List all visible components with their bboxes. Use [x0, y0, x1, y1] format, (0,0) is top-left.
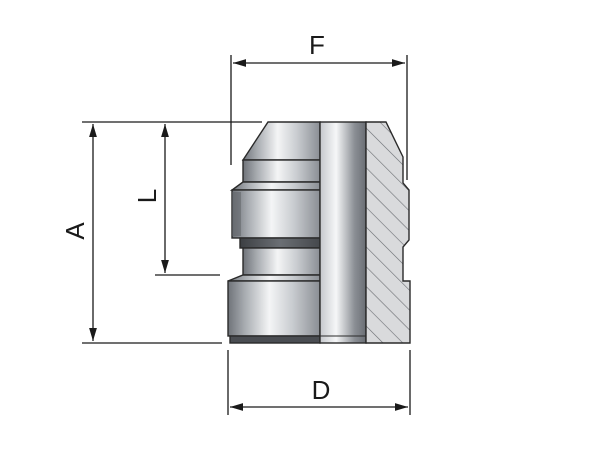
dimension-f-label: F	[309, 30, 325, 60]
nut-bevel-top	[229, 181, 321, 191]
bottom-chamfer	[229, 335, 321, 344]
dimension-l-label: L	[132, 189, 162, 203]
base	[227, 280, 321, 337]
upper-collar	[242, 159, 321, 183]
dimension-d-label: D	[312, 375, 331, 405]
dimension-a-label: A	[60, 222, 90, 240]
extension-lines	[82, 55, 411, 415]
section-hatch	[365, 121, 411, 344]
fitting-body	[227, 121, 321, 344]
top-cone	[241, 121, 321, 161]
groove	[239, 237, 321, 249]
bore	[319, 121, 367, 344]
hex-nut	[231, 189, 321, 239]
neck	[242, 247, 321, 276]
base-bevel	[227, 274, 321, 282]
bore-surface	[319, 121, 367, 344]
hex-facet	[232, 192, 241, 236]
